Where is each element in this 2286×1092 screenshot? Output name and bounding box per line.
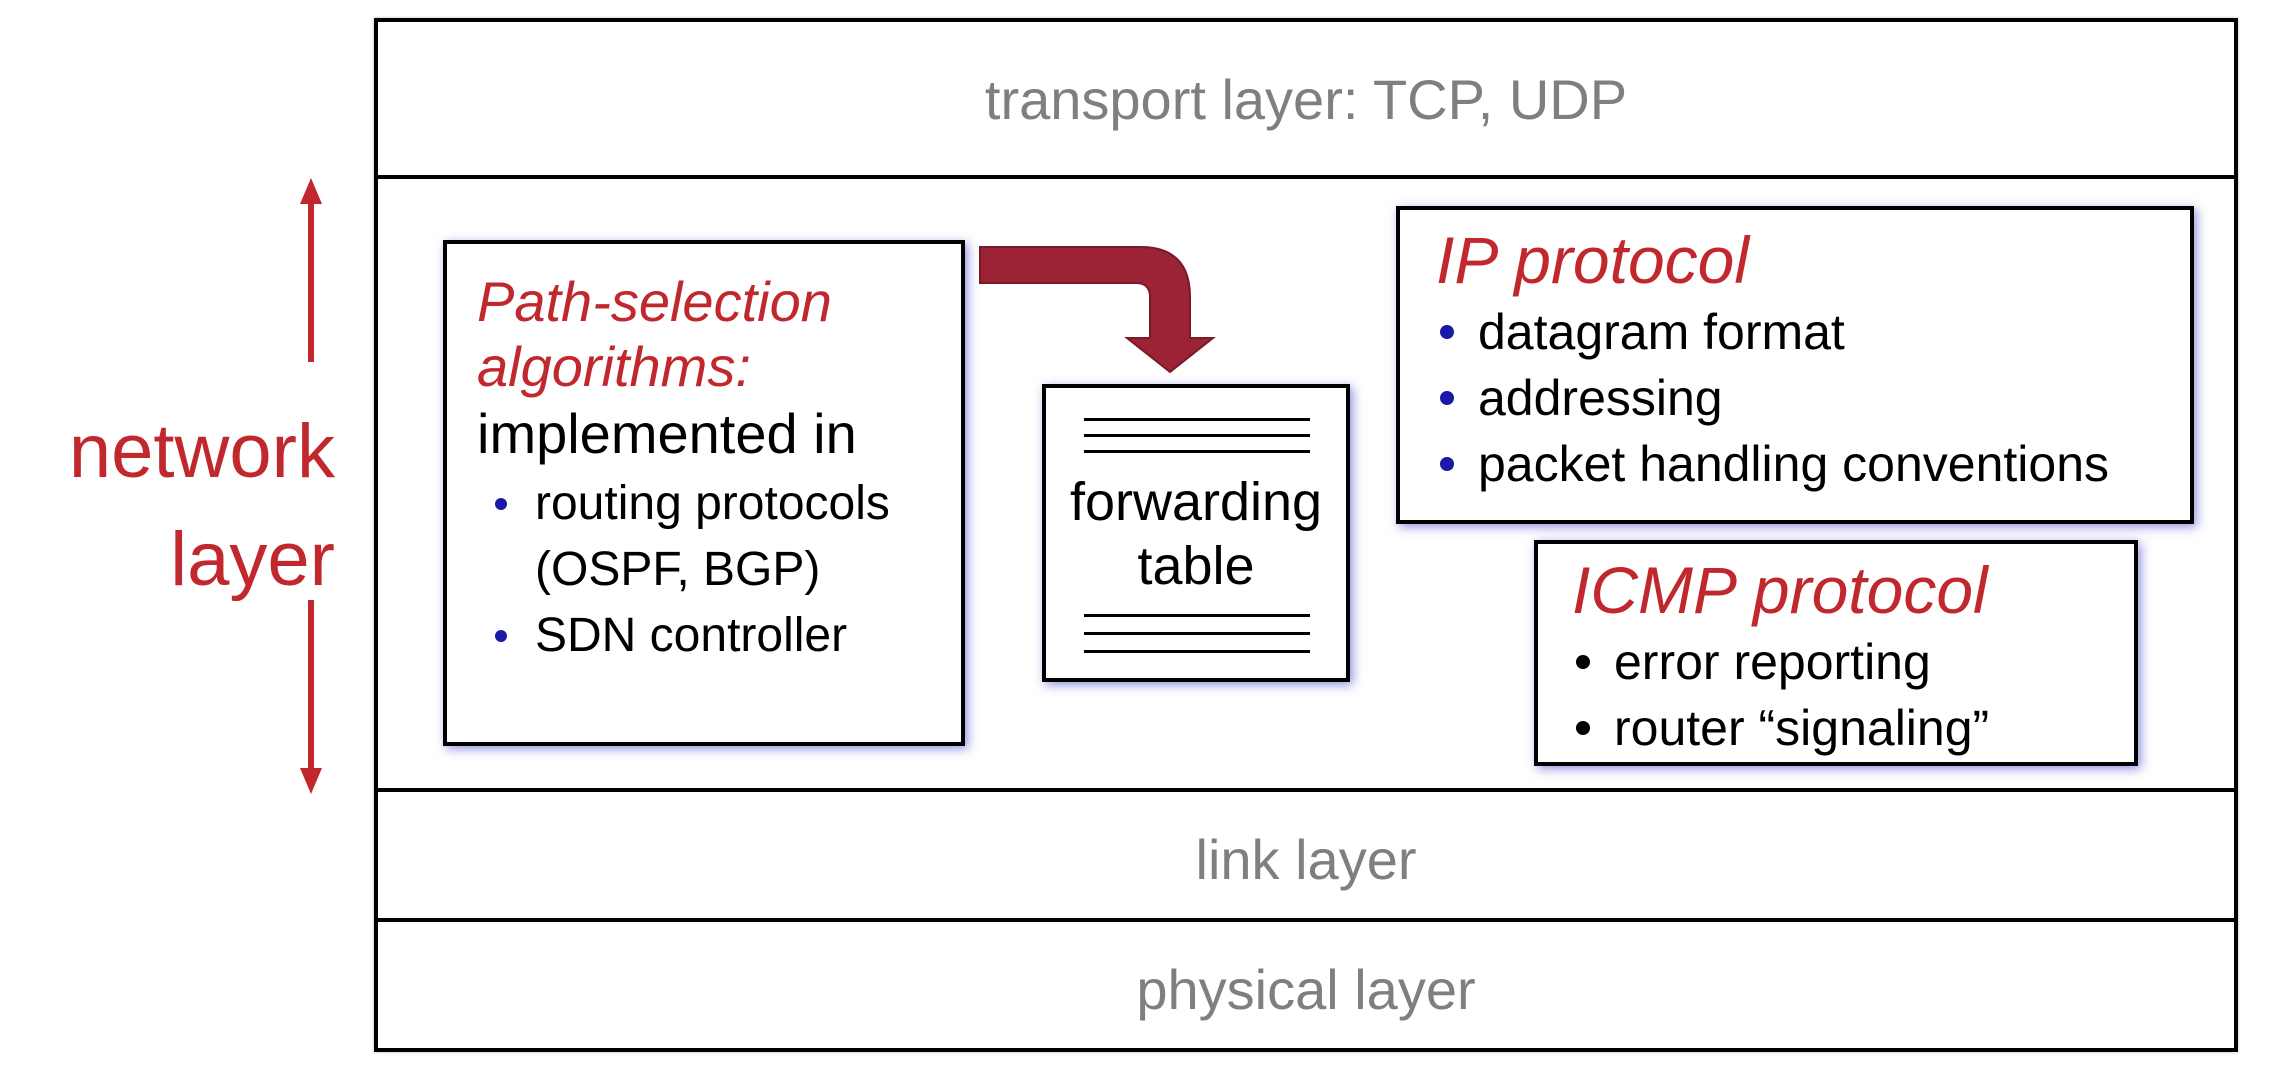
transport-divider bbox=[378, 175, 2234, 179]
transport-layer-label: transport layer: TCP, UDP bbox=[984, 68, 1628, 131]
network-divider bbox=[378, 788, 2234, 792]
ip-protocol-box: IP protocol datagram format addressing p… bbox=[1396, 206, 2194, 524]
table-line bbox=[1084, 418, 1310, 421]
router-signaling-text: router “signaling” bbox=[1614, 699, 1990, 756]
list-item: packet handling conventions bbox=[1436, 431, 2190, 497]
list-item: error reporting bbox=[1572, 629, 2134, 695]
bullet-icon bbox=[495, 630, 507, 643]
list-item: SDN controller bbox=[477, 603, 961, 669]
bullet-icon bbox=[1576, 654, 1590, 669]
path-selection-subtitle: implemented in bbox=[477, 401, 857, 465]
path-selection-title-line2: algorithms: bbox=[477, 334, 751, 398]
table-line bbox=[1084, 632, 1310, 635]
bullet-icon bbox=[495, 498, 507, 511]
bullet-icon bbox=[1440, 390, 1454, 405]
list-item: datagram format bbox=[1436, 299, 2190, 365]
network-layer-label: network layer bbox=[20, 398, 335, 614]
sdn-controller-label: SDN controller bbox=[535, 609, 848, 663]
table-line bbox=[1084, 434, 1310, 437]
list-item: routing protocols (OSPF, BGP) bbox=[477, 471, 961, 603]
bullet-icon bbox=[1576, 720, 1590, 735]
routing-protocols-line2: (OSPF, BGP) bbox=[535, 543, 821, 597]
path-selection-title: Path-selection algorithms: bbox=[477, 270, 961, 400]
network-label-line2: layer bbox=[170, 517, 335, 602]
table-line bbox=[1084, 650, 1310, 653]
path-selection-title-line1: Path-selection bbox=[477, 270, 832, 333]
physical-layer-label: physical layer bbox=[1136, 958, 1476, 1021]
list-item: router “signaling” bbox=[1572, 695, 2134, 761]
forwarding-label-line1: forwarding bbox=[1069, 472, 1323, 532]
routing-protocols-line1: routing protocols bbox=[535, 477, 890, 531]
ip-protocol-title: IP protocol bbox=[1436, 223, 1750, 297]
forwarding-table-box: forwarding table bbox=[1042, 384, 1350, 682]
icmp-protocol-title: ICMP protocol bbox=[1572, 553, 1988, 627]
link-divider bbox=[378, 918, 2234, 922]
bullet-icon bbox=[1440, 456, 1454, 471]
forwarding-label-line2: table bbox=[1137, 536, 1255, 596]
table-line bbox=[1084, 614, 1310, 617]
protocol-stack: transport layer: TCP, UDP link layer phy… bbox=[374, 18, 2238, 1052]
network-label-line1: network bbox=[68, 409, 335, 494]
table-line bbox=[1084, 450, 1310, 453]
addressing-text: addressing bbox=[1478, 369, 1723, 426]
icmp-protocol-list: error reporting router “signaling” bbox=[1572, 629, 2134, 761]
packet-handling-text: packet handling conventions bbox=[1478, 435, 2110, 492]
error-reporting-text: error reporting bbox=[1614, 633, 1931, 690]
list-item: addressing bbox=[1436, 365, 2190, 431]
icmp-protocol-box: ICMP protocol error reporting router “si… bbox=[1534, 540, 2138, 766]
forwarding-table-label: forwarding table bbox=[1046, 470, 1346, 598]
ip-protocol-list: datagram format addressing packet handli… bbox=[1436, 299, 2190, 497]
path-selection-box: Path-selection algorithms: implemented i… bbox=[443, 240, 965, 746]
link-layer-label: link layer bbox=[1195, 828, 1417, 891]
path-selection-list: routing protocols (OSPF, BGP) SDN contro… bbox=[477, 471, 961, 669]
datagram-format-text: datagram format bbox=[1478, 303, 1845, 360]
bullet-icon bbox=[1440, 324, 1454, 339]
